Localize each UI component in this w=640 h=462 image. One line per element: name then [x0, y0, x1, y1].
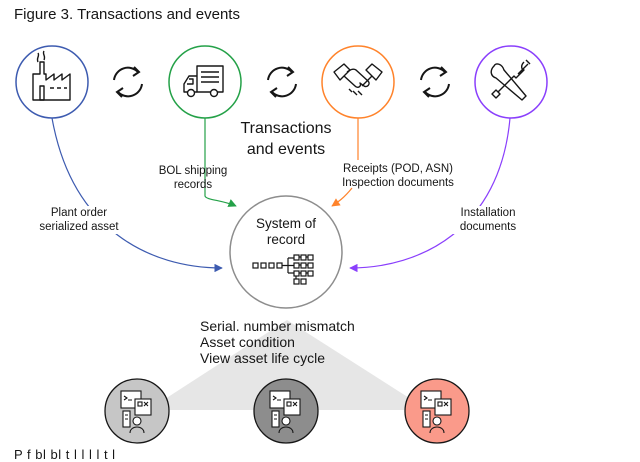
receipts-label: Receipts (POD, ASN) Inspection documents [326, 162, 470, 190]
heading-line-2: and events [246, 141, 326, 158]
bol-label-line-1: BOL shipping [158, 165, 228, 177]
user-dashboard-icon [269, 390, 301, 434]
arrow-bol [204, 118, 237, 207]
handshake-circle [321, 45, 395, 119]
plant-order-label: Plant order serialized asset [24, 206, 134, 234]
system-label-line-2: record [266, 232, 306, 247]
user-dashboard-icon [420, 390, 452, 434]
cropped-body-text: P f bl bl t l l l l t l [14, 447, 116, 462]
bol-label-line-2: records [173, 179, 213, 191]
factory-circle [15, 45, 89, 119]
truck-icon [183, 65, 224, 98]
sync-icon [420, 66, 450, 98]
issue-serial-mismatch: Serial. number mismatch [200, 318, 355, 334]
issues-list: Serial. number mismatch Asset condition … [200, 318, 355, 366]
receipts-label-line-1: Receipts (POD, ASN) [343, 163, 453, 175]
sync-icon [113, 66, 143, 98]
triangle-backdrop [148, 320, 428, 410]
installation-label: Installation documents [448, 206, 528, 234]
transactions-heading: Transactions and events [216, 118, 356, 160]
tools-circle [474, 45, 548, 119]
arrow-install [349, 117, 511, 273]
install-label-line-2: documents [459, 221, 517, 233]
workflow-icon [252, 254, 314, 285]
system-label-line-1: System of [255, 216, 317, 231]
sync-icon [267, 66, 297, 98]
plant-label-line-2: serialized asset [39, 221, 119, 233]
figure-caption: Figure 3. Transactions and events [14, 6, 240, 23]
factory-icon [32, 50, 71, 101]
tools-icon [490, 59, 531, 101]
bol-label: BOL shipping records [140, 164, 246, 192]
arrow-receipts [332, 118, 359, 206]
receipts-label-line-2: Inspection documents [342, 177, 454, 189]
handshake-icon [333, 63, 383, 96]
system-of-record-label: System of record [236, 216, 336, 248]
install-label-line-1: Installation [460, 207, 516, 219]
arrow-plant [51, 117, 223, 273]
issue-asset-condition: Asset condition [200, 334, 295, 350]
system-of-record-circle [229, 195, 343, 309]
issue-view-life-cycle: View asset life cycle [200, 350, 326, 366]
plant-label-line-1: Plant order [50, 207, 108, 219]
user-dashboard-icon [120, 390, 152, 434]
heading-line-1: Transactions [240, 120, 332, 137]
